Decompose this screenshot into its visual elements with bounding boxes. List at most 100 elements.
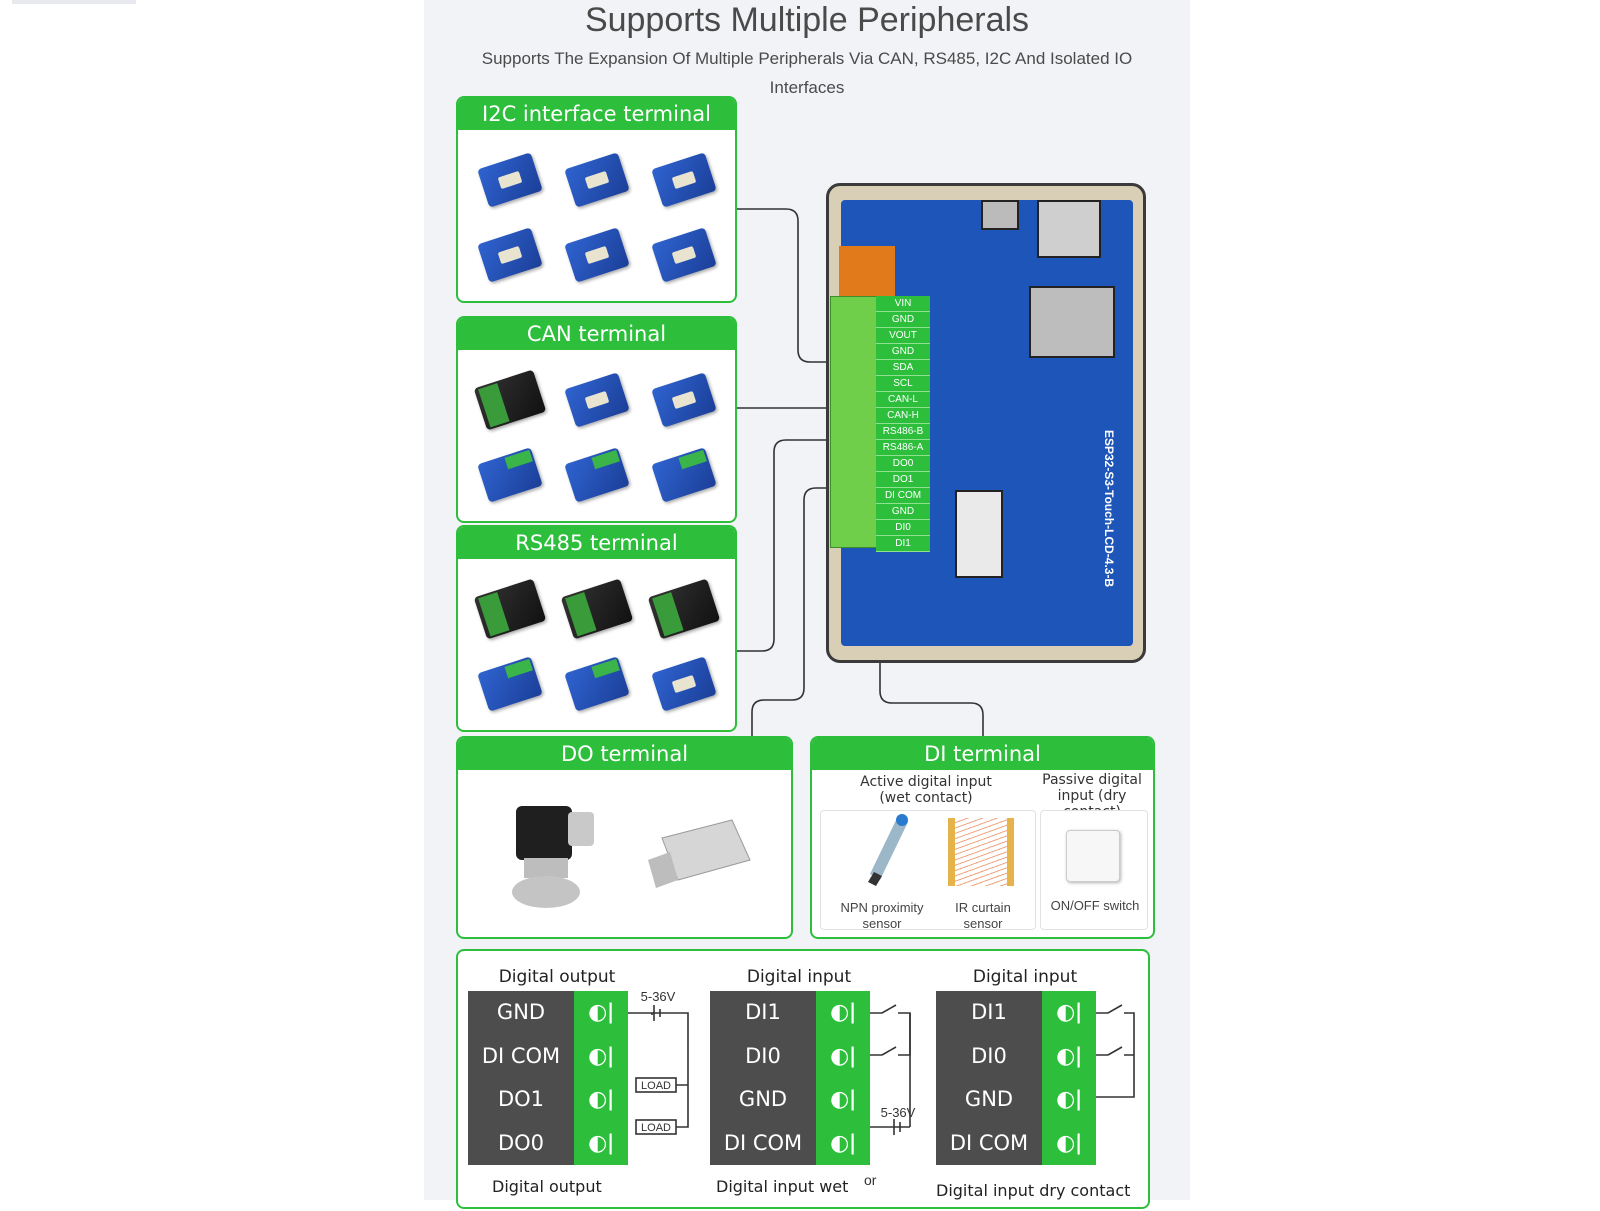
can-terminal-title: CAN terminal [458,318,735,350]
screw-icon: ◐ǀ [1042,991,1096,1035]
do-terminal-title: DO terminal [458,738,791,770]
terminal-row: DO0◐ǀ [468,1121,628,1165]
terminal-label: GND [468,991,574,1035]
di-terminal-card: DI terminal Active digital input (wet co… [810,736,1155,939]
rs485-terminal-card: RS485 terminal [456,525,737,732]
terminal-row: DO1◐ǀ [468,1078,628,1122]
screw-icon: ◐ǀ [816,1121,870,1165]
rs485-terminal-title: RS485 terminal [458,527,735,559]
screw-icon: ◐ǀ [1042,1034,1096,1078]
rs485-module-image [473,578,546,640]
terminal-row: GND◐ǀ [936,1078,1096,1122]
di-terminal-title: DI terminal [812,738,1153,770]
npn-sensor-image [868,814,908,886]
pin-label: DI0 [876,520,930,536]
wiring-title-input-dry: Digital input [972,967,1078,987]
pin-label: SCL [876,376,930,392]
pin-label: GND [876,344,930,360]
screw-icon: ◐ǀ [574,991,628,1035]
rs485-module-image [560,578,633,640]
caption-output: Digital output [492,1177,602,1196]
screw-icon: ◐ǀ [1042,1121,1096,1165]
i2c-module-image [476,152,543,208]
pin-label: DI COM [876,488,930,504]
page-title: Supports Multiple Peripherals [584,1,1030,39]
pin-label: DO0 [876,456,930,472]
terminal-label: DO1 [468,1078,574,1122]
terminal-label: DI COM [936,1121,1042,1165]
do-terminal-card: DO terminal [456,736,793,939]
voltage-label: 5-36V [881,1105,916,1120]
pin-label: VOUT [876,328,930,344]
wiring-lines: LOAD LOAD 5-36V 5-36V or [628,989,1135,1188]
caption-input-wet: Digital input wet [716,1177,849,1196]
rs485-module-image [476,656,543,712]
terminal-row: DI COM◐ǀ [710,1121,870,1165]
active-input-label: Active digital input (wet contact) [860,774,992,806]
pin-label: VIN [876,296,930,312]
terminal-row: DI0◐ǀ [710,1034,870,1078]
terminal-label: DO0 [468,1121,574,1165]
i2c-terminal-card: I2C interface terminal [456,96,737,303]
terminal-label: GND [710,1078,816,1122]
pin-label: GND [876,312,930,328]
rs485-module-image [650,656,717,712]
top-scroll-indicator [12,0,136,4]
screw-icon: ◐ǀ [816,1034,870,1078]
screw-icon: ◐ǀ [574,1034,628,1078]
screw-icon: ◐ǀ [816,1078,870,1122]
pin-label: DO1 [876,472,930,488]
voltage-label: 5-36V [641,989,676,1004]
output-terminal-block: GND◐ǀ DI COM◐ǀ DO1◐ǀ DO0◐ǀ [468,991,628,1165]
terminal-label: DI1 [710,991,816,1035]
wiring-title-output: Digital output [498,967,616,987]
input-wet-terminal-block: DI1◐ǀ DI0◐ǀ GND◐ǀ DI COM◐ǀ [710,991,870,1165]
npn-caption: NPN proximity sensor [840,900,924,931]
i2c-module-image [650,152,717,208]
terminal-row: DI1◐ǀ [936,991,1096,1035]
can-module-image [650,447,717,503]
terminal-row: DI1◐ǀ [710,991,870,1035]
page-subtitle: Supports The Expansion Of Multiple Perip… [481,49,1133,97]
terminal-row: GND◐ǀ [710,1078,870,1122]
terminal-label: GND [936,1078,1042,1122]
rs485-module-image [563,656,630,712]
screw-icon: ◐ǀ [574,1078,628,1122]
can-module-image [563,447,630,503]
usb-connector [981,200,1019,230]
esp32-module [1029,286,1115,358]
pin-label: SDA [876,360,930,376]
can-module-image [476,447,543,503]
electric-lock-image [648,819,751,888]
i2c-terminal-title: I2C interface terminal [458,98,735,130]
terminal-label: DI COM [710,1121,816,1165]
can-module-image [473,369,546,431]
rs485-module-image [647,578,720,640]
terminal-label: DI0 [710,1034,816,1078]
board-model-label: ESP32-S3-Touch-LCD-4.3-B [1102,430,1116,588]
ir-caption: IR curtain sensor [955,900,1011,931]
can-module-image [650,372,717,428]
i2c-module-image [476,227,543,283]
solenoid-valve-image [512,806,594,908]
pin-label: CAN-H [876,408,930,424]
ffc-connector [955,490,1003,578]
pin-label: DI1 [876,536,930,552]
i2c-module-image [563,227,630,283]
can-module-image [563,372,630,428]
pin-label: RS486-A [876,440,930,456]
terminal-label: DI COM [468,1034,574,1078]
terminal-row: GND◐ǀ [468,991,628,1035]
or-label: or [864,1172,877,1188]
load-label: LOAD [641,1080,671,1092]
caption-input-dry: Digital input dry contact [936,1181,1131,1200]
terminal-label: DI0 [936,1034,1042,1078]
pin-label: RS486-B [876,424,930,440]
i2c-module-image [650,227,717,283]
sd-card-slot [1037,200,1101,258]
input-dry-terminal-block: DI1◐ǀ DI0◐ǀ GND◐ǀ DI COM◐ǀ [936,991,1096,1165]
ir-curtain-image [948,818,1014,886]
pin-label: GND [876,504,930,520]
terminal-label: DI1 [936,991,1042,1035]
